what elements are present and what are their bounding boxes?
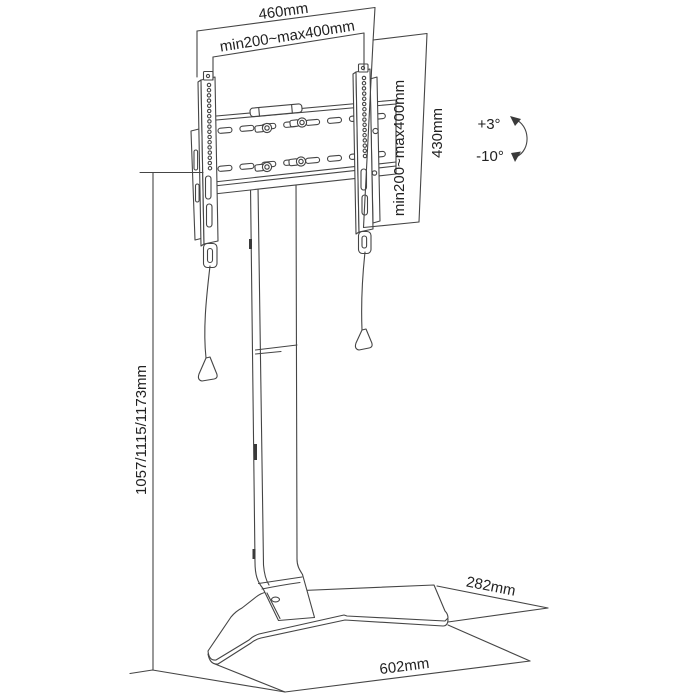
cord-right-pull xyxy=(354,328,373,351)
dim-vesa-width: min200~max400mm xyxy=(212,17,365,81)
plate-handle xyxy=(249,103,303,118)
vesa-rail-right xyxy=(352,63,381,255)
label-base-depth: 282mm xyxy=(465,573,517,599)
cord-left-pull xyxy=(197,356,218,382)
vesa-rail-left xyxy=(190,70,219,269)
dim-base-width: 602mm xyxy=(214,624,531,693)
vesa-holes-left xyxy=(206,82,213,171)
foot-crease-upper xyxy=(257,576,303,585)
column-seam xyxy=(254,344,298,351)
label-base-width: 602mm xyxy=(379,655,431,678)
label-vesa-width: min200~max400mm xyxy=(219,17,356,55)
rail-left-slot-2 xyxy=(205,203,213,228)
dim-vesa-height: min200~max400mm xyxy=(362,41,408,229)
pull-cord-left xyxy=(197,265,218,382)
cord-left-string xyxy=(204,265,211,359)
thumbscrew-4 xyxy=(288,156,307,167)
column-seam-2 xyxy=(254,350,282,355)
column-latch-mid xyxy=(254,444,257,460)
foot-screw xyxy=(270,596,281,603)
label-bracket-height: 430mm xyxy=(429,108,446,158)
foot xyxy=(257,573,316,622)
dim-top-width: 460mm xyxy=(196,0,376,78)
foot-crease-lower xyxy=(261,581,301,590)
thumbscrew-1 xyxy=(254,122,273,134)
column-foot-fill xyxy=(250,175,315,621)
base-front-thickness xyxy=(207,618,449,665)
column-left-bevel xyxy=(257,185,270,586)
thumbscrew-2 xyxy=(289,117,308,128)
dim-stand-height: 1057/1115/1173mm xyxy=(129,171,286,693)
foot-outline xyxy=(262,573,316,622)
column-right-edge xyxy=(295,174,304,576)
column-latch-top xyxy=(249,239,252,249)
tilt-indicator: +3° -10° xyxy=(476,116,528,165)
label-tilt-down: -10° xyxy=(476,148,504,165)
rail-right-side-knob-1 xyxy=(372,127,379,135)
base-top-surface xyxy=(207,584,449,661)
label-stand-height: 1057/1115/1173mm xyxy=(133,365,150,495)
thumbscrew-3 xyxy=(254,161,273,173)
dim-bracket-height: 430mm xyxy=(362,32,446,229)
column-left-edge xyxy=(249,185,264,590)
column-latch-bottom xyxy=(252,549,256,559)
mounting-plate xyxy=(204,99,397,196)
tilt-arrow-down xyxy=(511,151,521,162)
label-tilt-up: +3° xyxy=(477,116,500,133)
base xyxy=(207,584,449,665)
plate-slots-bottom-row xyxy=(217,150,386,172)
column xyxy=(249,174,304,590)
cord-right-string xyxy=(361,251,366,331)
pull-cord-right xyxy=(354,251,373,351)
vesa-holes-right xyxy=(361,75,368,159)
label-vesa-height: min200~max400mm xyxy=(391,80,408,216)
rail-right-side-knob-2 xyxy=(371,170,378,176)
dim-base-depth: 282mm xyxy=(436,573,549,623)
label-top-width: 460mm xyxy=(257,0,309,23)
foot-inner-edge xyxy=(266,592,281,620)
rail-left-slot-1 xyxy=(204,175,212,200)
tilt-arrow-up xyxy=(510,116,521,126)
